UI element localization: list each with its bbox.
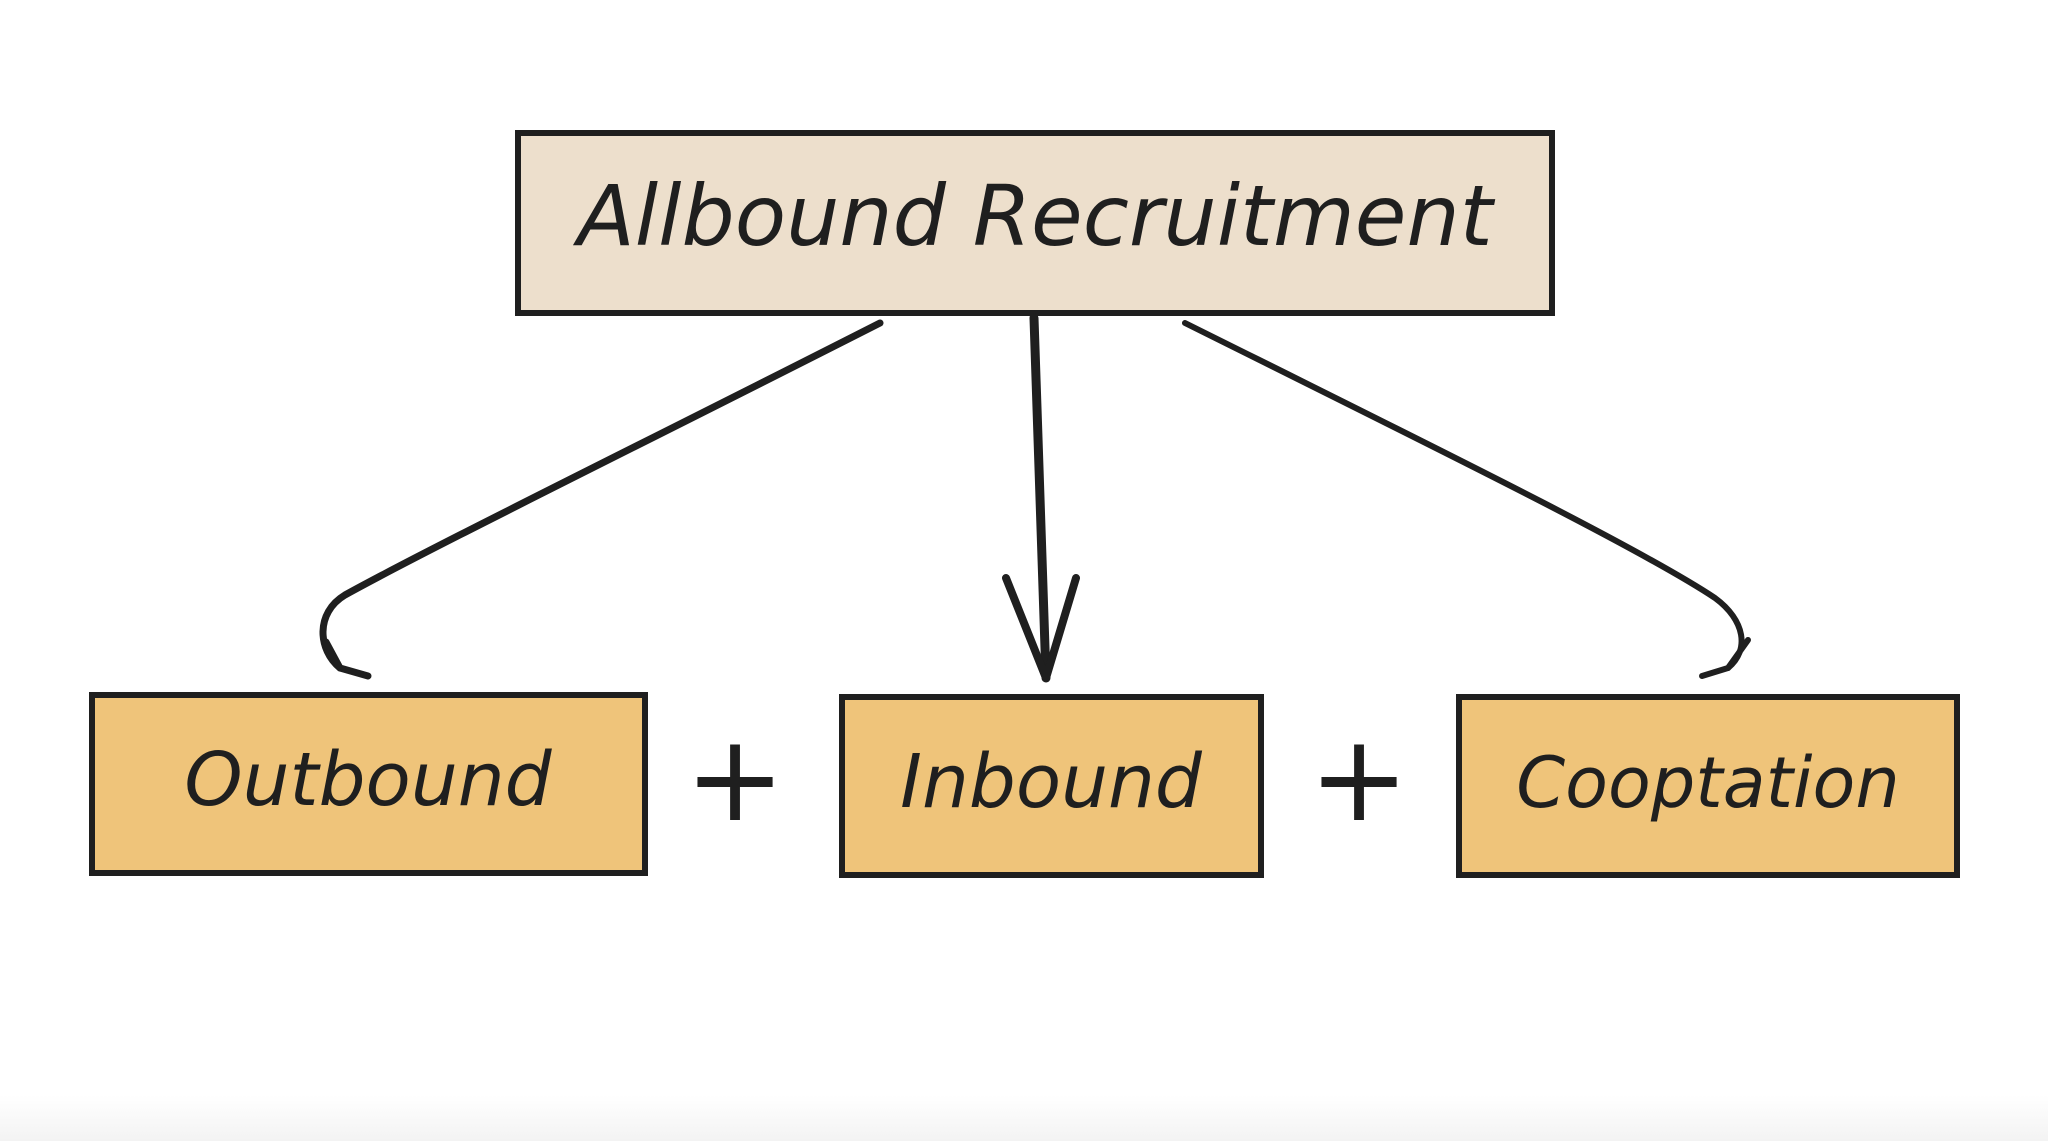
arrowhead-cooptation — [1699, 637, 1751, 679]
arrow-to-outbound — [319, 319, 884, 672]
outbound-box — [89, 692, 648, 876]
child-node-inbound: Inbound — [839, 694, 1264, 878]
arrow-to-cooptation — [1182, 320, 1745, 671]
top-node-label: Allbound Recruitment — [572, 167, 1495, 265]
arrowhead-outbound — [322, 638, 372, 680]
inbound-label: Inbound — [900, 739, 1203, 825]
child-node-outbound: Outbound — [89, 692, 648, 876]
arrowhead-inbound — [1002, 574, 1080, 682]
inbound-box — [839, 694, 1264, 878]
plus-operator-1: + — [685, 710, 786, 849]
cooptation-label: Cooptation — [1516, 742, 1899, 824]
top-node-box — [515, 130, 1555, 316]
top-node: Allbound Recruitment — [515, 130, 1555, 316]
child-node-cooptation: Cooptation — [1456, 694, 1960, 878]
outbound-label: Outbound — [184, 737, 552, 823]
arrow-to-inbound — [1029, 313, 1051, 683]
arrows — [319, 313, 1751, 683]
plus-operator-2: + — [1309, 710, 1410, 849]
cooptation-box — [1456, 694, 1960, 878]
